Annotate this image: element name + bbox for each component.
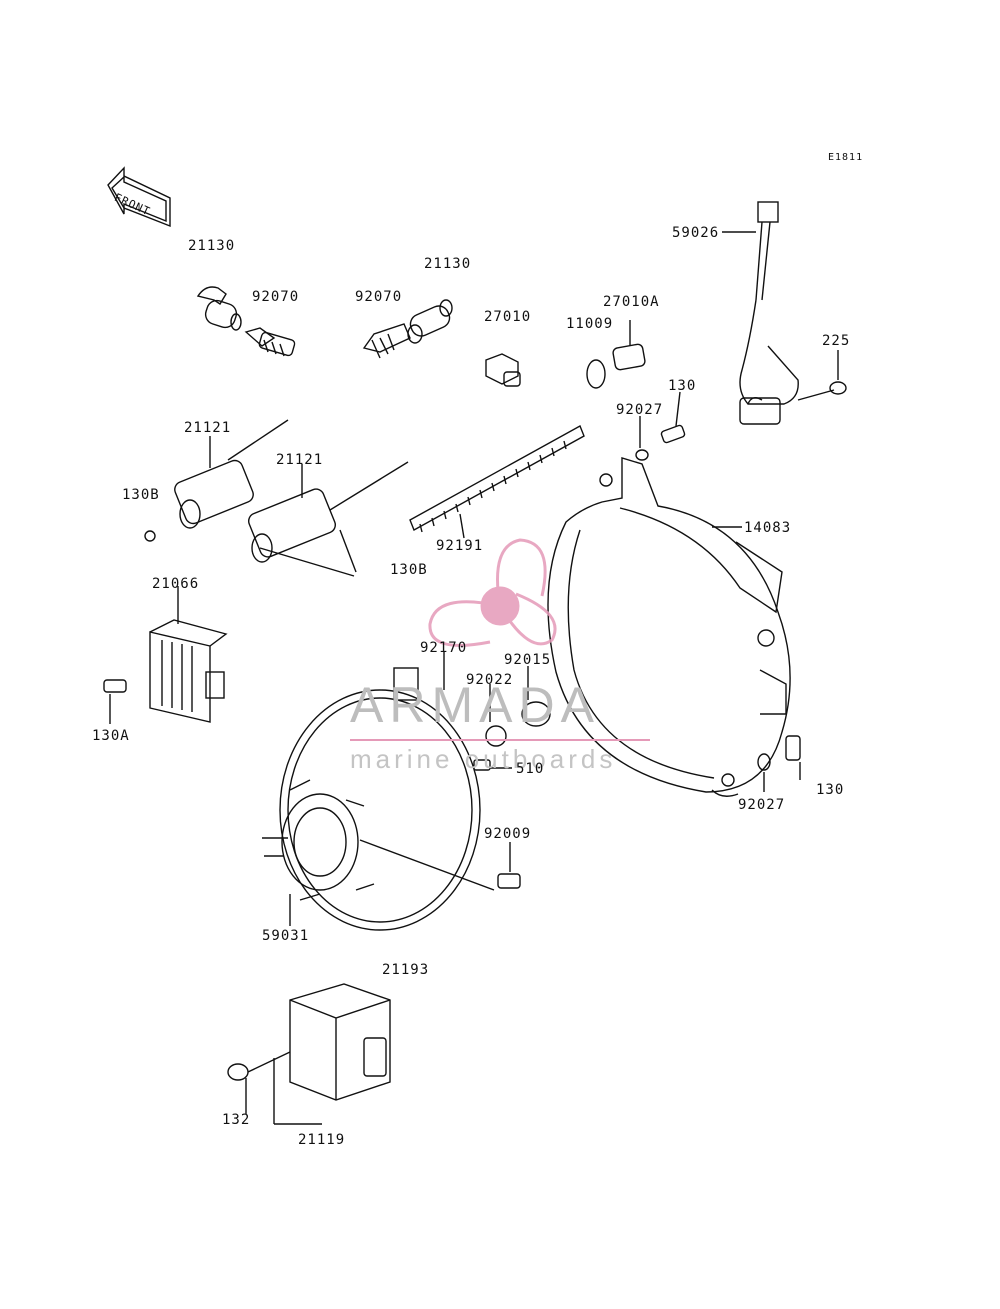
clamp-92170: [393, 667, 419, 701]
part-label: 21130: [424, 256, 472, 272]
part-label: 130: [816, 782, 845, 798]
regulator-21066: [149, 619, 228, 723]
collar-92027-lower: [757, 753, 771, 771]
part-label: 14083: [744, 520, 792, 536]
bolt-130A: [103, 679, 127, 693]
watermark-tagline: marine outboards: [350, 744, 617, 774]
front-arrow-icon: [107, 166, 171, 228]
part-label: 27010A: [603, 294, 660, 310]
part-label: 11009: [566, 316, 614, 332]
part-label: 225: [822, 333, 851, 349]
part-label: 21121: [184, 420, 232, 436]
cdi-unit-21119: [289, 983, 391, 1101]
collar-92027-upper: [635, 449, 649, 461]
part-label: 92027: [738, 797, 786, 813]
part-label: 21121: [276, 452, 324, 468]
part-label: 92015: [504, 652, 552, 668]
spark-plug-cap-right: [407, 299, 453, 344]
spark-plug-left: [244, 327, 296, 357]
part-label: 132: [222, 1112, 251, 1128]
bearing-92015: [521, 701, 551, 727]
ignition-coil-left: [144, 419, 289, 542]
part-label: 27010: [484, 309, 532, 325]
bolt-130-lower: [785, 735, 801, 761]
spark-plug-right: [362, 323, 411, 359]
spark-plug-cap-left: [196, 286, 242, 331]
part-label: 92009: [484, 826, 532, 842]
part-label: 130: [668, 378, 697, 394]
bolt-130-upper: [660, 424, 686, 444]
part-label: 510: [516, 761, 545, 777]
watermark-brand: ARMADA: [350, 677, 600, 733]
part-label: 21130: [188, 238, 236, 254]
sensor-59026: [739, 201, 799, 425]
part-label: 92170: [420, 640, 468, 656]
part-label: 92191: [436, 538, 484, 554]
part-label: 92022: [466, 672, 514, 688]
bolt-510: [473, 759, 491, 771]
part-label: 92027: [616, 402, 664, 418]
bolt-132: [227, 1063, 249, 1081]
diagram-code: E1811: [828, 152, 864, 163]
part-label: 59026: [672, 225, 720, 241]
part-label: 130B: [122, 487, 160, 503]
part-label: 130B: [390, 562, 428, 578]
washer-92022: [485, 725, 507, 747]
watermark-propeller-icon: [428, 538, 557, 647]
bolt-225: [797, 389, 835, 401]
part-label: 21193: [382, 962, 430, 978]
spring-92191: [409, 425, 585, 533]
part-label: 92070: [355, 289, 403, 305]
ignition-coil-right: [248, 461, 409, 577]
part-label: 130A: [92, 728, 130, 744]
switch-27010: [485, 353, 521, 387]
o-ring-11009: [586, 359, 606, 389]
flywheel-cover-14083: [547, 457, 791, 797]
switch-27010A: [612, 320, 646, 371]
part-label: 21066: [152, 576, 200, 592]
flywheel-59031: [264, 689, 495, 931]
part-label: 59031: [262, 928, 310, 944]
bolt-92009: [497, 873, 521, 889]
part-label: 21119: [298, 1132, 346, 1148]
part-label: 92070: [252, 289, 300, 305]
